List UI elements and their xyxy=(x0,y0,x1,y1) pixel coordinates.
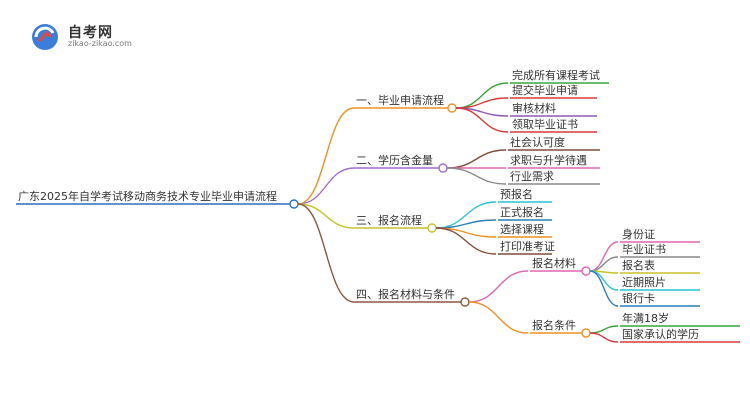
sub-connector-1-2 xyxy=(589,256,619,272)
branch-4-label: 四、报名材料与条件 xyxy=(356,287,455,301)
branch-2-node xyxy=(438,163,448,173)
branch-connector-4 xyxy=(297,203,355,303)
leaf-1-1-label: 完成所有课程考试 xyxy=(512,68,600,82)
sub-leaf-1-5-label: 银行卡 xyxy=(622,291,655,305)
sub-leaf-1-4-label: 近期照片 xyxy=(622,276,666,289)
leaf-1-2-label: 提交毕业申请 xyxy=(512,83,578,97)
leaf-4-2-label: 报名条件 xyxy=(532,318,576,332)
leaf-connector-2-3 xyxy=(446,167,507,185)
branch-1-node xyxy=(447,103,457,113)
leaf-2-1-label: 社会认可度 xyxy=(510,135,565,149)
sub-leaf-1-3-label: 报名表 xyxy=(622,258,655,272)
root-node xyxy=(289,199,299,209)
sub-connector-2-1 xyxy=(589,325,619,334)
leaf-2-3-label: 行业需求 xyxy=(510,170,554,183)
leaf-3-1-label: 预报名 xyxy=(500,187,533,201)
logo-url: zikao-zikao.com xyxy=(68,39,132,48)
sub-leaf-1-2-label: 毕业证书 xyxy=(622,243,666,256)
leaf-1-3-label: 审核材料 xyxy=(512,101,556,115)
leaf-4-2-node xyxy=(581,328,591,338)
branch-3-label: 三、报名流程 xyxy=(356,213,422,227)
logo-brand: 自考网 xyxy=(68,25,113,41)
leaf-connector-1-4 xyxy=(455,107,509,133)
branch-connector-2 xyxy=(297,167,355,205)
leaf-4-1-label: 报名材料 xyxy=(532,256,576,270)
sub-leaf-1-1-label: 身份证 xyxy=(622,227,655,241)
leaf-2-2-label: 求职与升学待遇 xyxy=(510,153,587,167)
branch-connector-3 xyxy=(297,203,355,229)
logo-icon xyxy=(32,24,58,50)
leaf-3-4-label: 打印准考证 xyxy=(500,239,555,253)
branch-3-node xyxy=(427,223,437,233)
sub-connector-1-5 xyxy=(589,270,619,307)
leaf-connector-3-4 xyxy=(435,227,497,255)
branch-2-label: 二、学历含金量 xyxy=(356,153,433,167)
leaf-connector-4-1 xyxy=(468,270,529,303)
leaf-connector-2-1 xyxy=(446,149,507,169)
sub-connector-1-1 xyxy=(589,241,619,272)
branch-4-node xyxy=(460,297,470,307)
branch-1-label: 一、毕业申请流程 xyxy=(356,93,444,107)
sub-leaf-2-2-label: 国家承认的学历 xyxy=(622,327,699,341)
leaf-connector-1-1 xyxy=(455,82,509,109)
root-label: 广东2025年自学考试移动商务技术专业毕业申请流程 xyxy=(18,189,277,203)
sub-leaf-2-1-label: 年满18岁 xyxy=(622,311,669,325)
logo: 自考网 zikao-zikao.com xyxy=(30,22,160,52)
leaf-1-4-label: 领取毕业证书 xyxy=(512,118,578,131)
leaf-3-2-label: 正式报名 xyxy=(500,205,544,219)
branch-connector-1 xyxy=(297,107,355,205)
sub-connector-2-2 xyxy=(589,332,619,343)
leaf-4-1-node xyxy=(581,266,591,276)
leaf-connector-4-2 xyxy=(468,301,529,334)
leaf-3-3-label: 选择课程 xyxy=(500,222,544,236)
